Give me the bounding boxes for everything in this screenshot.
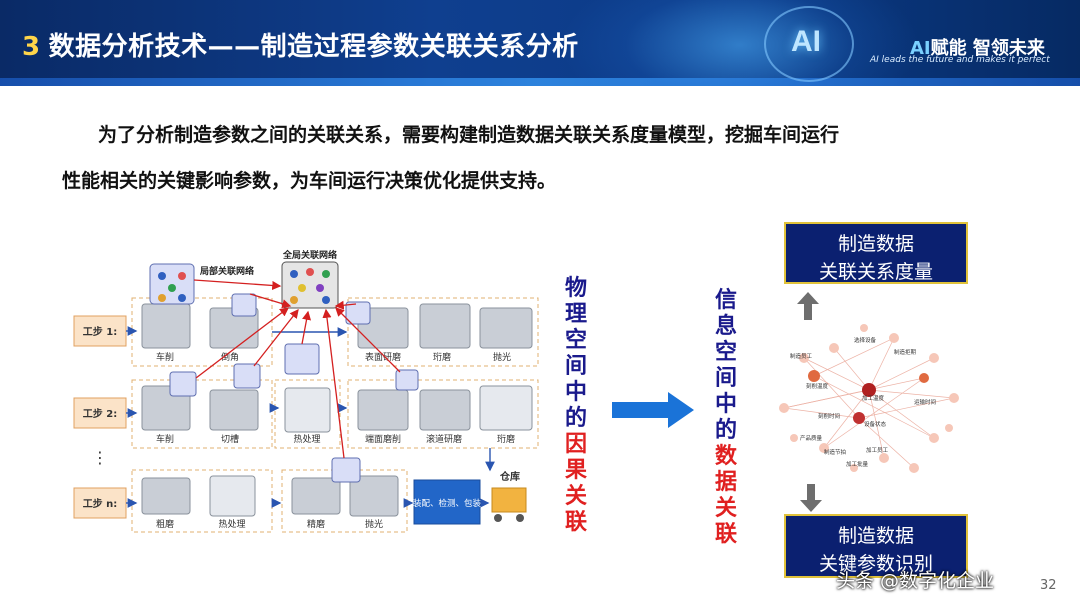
- physical-label-blue: 物理空间中的: [564, 276, 587, 431]
- ai-badge: AI: [791, 25, 821, 58]
- graph-label-6: 运输时间: [914, 398, 936, 406]
- brand-subtitle: AI leads the future and makes it perfect: [870, 55, 1050, 65]
- row2-label-1: 车削: [156, 433, 174, 445]
- graph-hub-nodes: [808, 370, 929, 424]
- row2-group-c: [347, 379, 539, 449]
- down-arrow: [800, 484, 822, 512]
- info-label-blue: 信息空间中的: [714, 288, 737, 443]
- graph-label-4: 刻削温度: [806, 382, 829, 390]
- intro-paragraph: 为了分析制造参数之间的关联关系，需要构建制造数据关联关系度量模型，挖掘车间运行 …: [62, 112, 1022, 204]
- graph-label-9: 产品质量: [800, 434, 823, 442]
- row3-label-4: 抛光: [365, 518, 383, 530]
- correlation-measure-box: 制造数据 关联关系度量: [784, 222, 968, 284]
- physical-causal-label: 物理空间中的因果关联: [563, 276, 589, 536]
- row3-label-1: 粗磨: [156, 518, 174, 530]
- row2-label-6: 珩磨: [497, 433, 515, 445]
- row2-label-5: 滚道研磨: [426, 433, 462, 445]
- brand-logo: AI赋能 智领未来: [910, 34, 1045, 60]
- step-n-box: [73, 487, 127, 519]
- graph-label-5: 加工温度: [862, 394, 885, 402]
- graph-label-8: 设备状态: [864, 420, 887, 428]
- local-network-main: [149, 263, 195, 305]
- warehouse-icon: [491, 487, 527, 522]
- title-number: 3: [22, 32, 41, 62]
- header-stripe: [0, 78, 1080, 86]
- correlation-graph: 选择设备 制造拒期 制造员工 刻削温度 加工温度 运输时间 刻削时间 设备状态 …: [779, 324, 959, 473]
- intro-line-2: 性能相关的关键影响参数，为车间运行决策优化提供支持。: [62, 170, 557, 192]
- graph-label-11: 加工员工: [866, 446, 889, 454]
- graph-labels: 选择设备 制造拒期 制造员工 刻削温度 加工温度 运输时间 刻削时间 设备状态 …: [790, 336, 936, 468]
- intro-line-1: 为了分析制造参数之间的关联关系，需要构建制造数据关联关系度量模型，挖掘车间运行: [98, 124, 840, 146]
- step-2-label: 工步 2:: [83, 407, 117, 420]
- watermark: 头条 @数字化企业: [836, 570, 995, 592]
- step-1-label: 工步 1:: [83, 325, 117, 338]
- brand-text: 赋能 智领未来: [930, 38, 1045, 59]
- row1-labels: 车削 倒角 表面研磨 珩磨 抛光: [156, 351, 511, 363]
- row2-group-b: [274, 379, 341, 449]
- up-arrow: [797, 292, 819, 320]
- graph-label-1: 选择设备: [854, 336, 877, 344]
- graph-label-3: 制造员工: [790, 352, 813, 360]
- row3-label-2: 热处理: [218, 518, 245, 530]
- row1-label-4: 珩磨: [433, 351, 451, 363]
- step-ellipsis: ⋮: [92, 448, 108, 467]
- graph-label-12: 加工批量: [846, 460, 869, 468]
- row2-label-2: 切槽: [221, 433, 239, 445]
- info-data-label: 信息空间中的数据关联: [713, 288, 739, 548]
- page-number: 32: [1040, 578, 1057, 593]
- local-network-label: 局部关联网络: [200, 265, 254, 277]
- key-parameter-box: 制造数据 关键参数识别: [784, 514, 968, 578]
- box-bottom-line-2: 关键参数识别: [818, 553, 933, 575]
- warehouse-label: 仓库: [499, 470, 520, 483]
- box-bottom-line-1: 制造数据: [837, 525, 914, 547]
- row1-label-3: 表面研磨: [365, 351, 401, 363]
- graph-nodes: [779, 324, 959, 473]
- row3-labels: 粗磨 热处理 精磨 抛光: [156, 518, 383, 530]
- row1-machines: [141, 303, 533, 349]
- title-text: 数据分析技术——制造过程参数关联关系分析: [48, 32, 579, 62]
- row1-label-1: 车削: [156, 351, 174, 363]
- flow-arrows: [126, 326, 495, 508]
- graph-label-7: 刻削时间: [818, 412, 840, 420]
- row1-label-2: 倒角: [221, 351, 239, 363]
- row2-label-3: 热处理: [293, 433, 320, 445]
- graph-edges: [783, 337, 955, 469]
- transform-arrow: [612, 392, 694, 428]
- global-network-label: 全局关联网络: [282, 249, 337, 261]
- step-n-label: 工步 n:: [83, 497, 118, 510]
- graph-label-10: 制造节拍: [824, 448, 846, 456]
- ai-ring-icon: [764, 6, 854, 82]
- box-top-line-1: 制造数据: [837, 233, 914, 255]
- process-diagram: 工步 1: 工步 2: ⋮ 工步 n: 车削 倒角 表面研磨 珩磨 抛光 车削 …: [73, 249, 539, 533]
- brand-ai: AI: [910, 38, 931, 59]
- graph-label-2: 制造拒期: [894, 348, 917, 356]
- assembly-label: 装配、检测、包装: [413, 498, 482, 509]
- row2-machines: [141, 385, 533, 433]
- row1-group-b: [347, 297, 539, 367]
- row2-labels: 车削 切槽 热处理 端面磨削 滚道研磨 珩磨: [156, 433, 515, 445]
- row1-label-5: 抛光: [493, 351, 511, 363]
- assembly-box: [413, 479, 481, 525]
- info-label-red: 数据关联: [714, 444, 737, 547]
- row3-machines: [141, 475, 399, 517]
- causal-arrows: [193, 279, 401, 459]
- physical-label-red: 因果关联: [564, 432, 587, 535]
- box-top-line-2: 关联关系度量: [818, 261, 933, 283]
- row2-label-4: 端面磨削: [365, 433, 401, 445]
- header-glow: [560, 0, 920, 86]
- row3-label-3: 精磨: [307, 518, 325, 530]
- local-network-nodes: [169, 293, 419, 483]
- global-network: [281, 261, 339, 309]
